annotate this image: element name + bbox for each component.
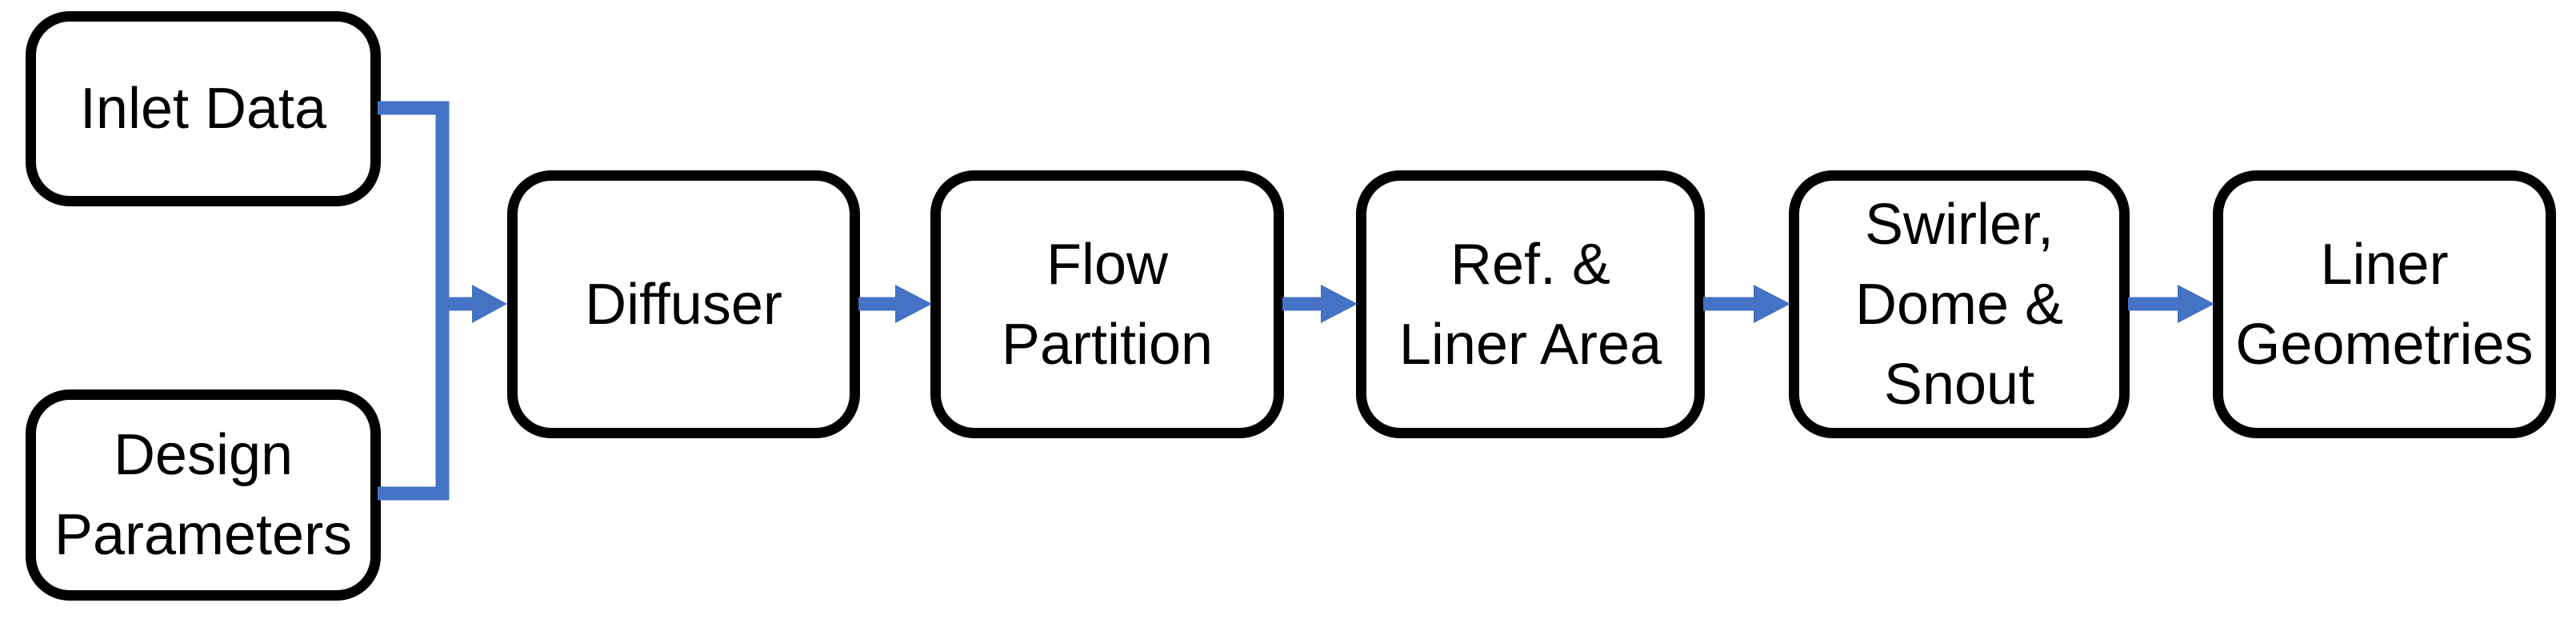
node-inlet-data: Inlet Data — [26, 11, 381, 206]
edge-flow-partition-to-ref-liner-area — [1282, 285, 1358, 323]
node-label-line: Snout — [1883, 352, 2035, 417]
edge-merge-to-diffuser — [442, 285, 507, 323]
node-liner-geometries: Liner Geometries — [2213, 170, 2556, 438]
node-label-line: Inlet Data — [79, 77, 327, 141]
arrowhead-icon — [895, 285, 932, 323]
arrowhead-icon — [1754, 285, 1790, 323]
node-label-line: Parameters — [54, 503, 353, 567]
arrowhead-icon — [1321, 285, 1358, 323]
edge-merge-elbow — [378, 101, 450, 501]
node-label-line: Design — [113, 423, 294, 487]
node-ref-liner-area: Ref. & Liner Area — [1356, 170, 1705, 438]
node-swirler-dome-snout: Swirler, Dome & Snout — [1789, 170, 2130, 438]
arrowhead-icon — [2178, 285, 2214, 323]
node-flow-partition: Flow Partition — [930, 170, 1284, 438]
node-label-line: Ref. & — [1450, 232, 1611, 297]
node-label-line: Swirler, — [1864, 192, 2054, 257]
node-label-line: Dome & — [1854, 272, 2064, 337]
edge-ref-liner-area-to-swirler — [1703, 285, 1790, 323]
node-label-line: Liner Area — [1398, 312, 1662, 377]
node-design-parameters: Design Parameters — [26, 389, 381, 601]
arrowhead-icon — [472, 285, 507, 323]
edge-swirler-to-liner-geometries — [2128, 285, 2214, 323]
node-label-line: Geometries — [2235, 312, 2534, 377]
node-label-line: Flow — [1046, 232, 1168, 297]
edge-diffuser-to-flow-partition — [858, 285, 932, 323]
node-label-line: Partition — [1001, 312, 1214, 377]
node-label-line: Liner — [2320, 232, 2449, 297]
node-diffuser: Diffuser — [507, 170, 860, 438]
node-label-line: Diffuser — [585, 272, 782, 337]
